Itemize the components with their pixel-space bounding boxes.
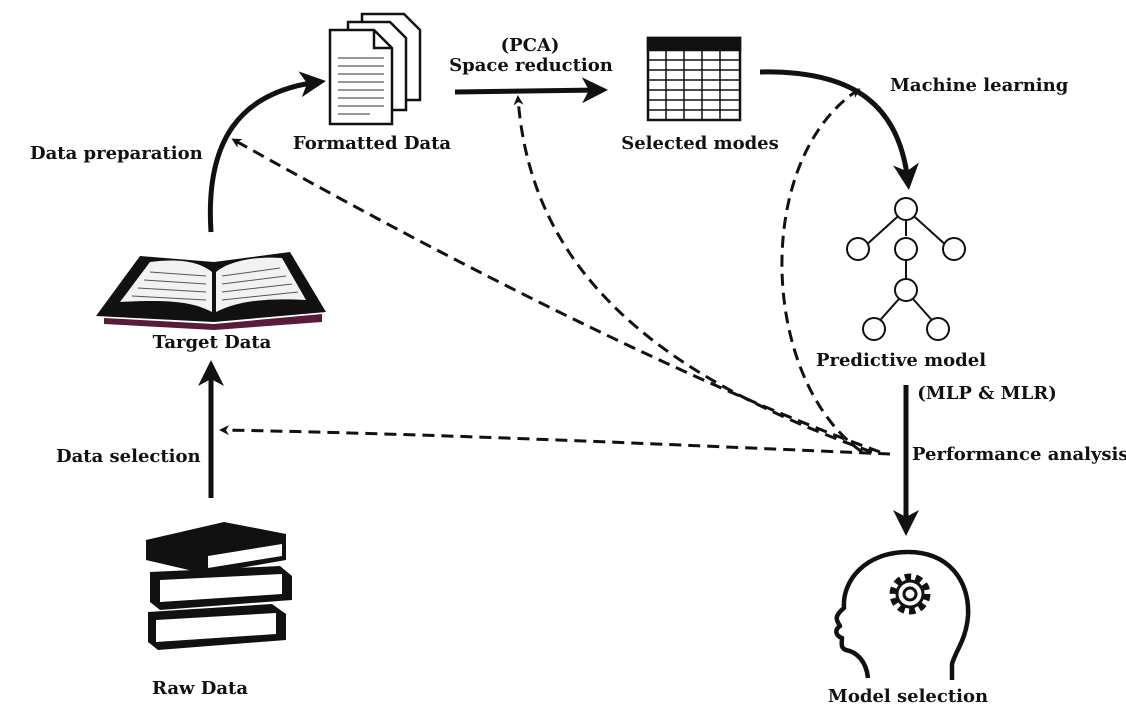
open-book-icon: [96, 252, 326, 330]
table-grid-icon: [646, 36, 742, 122]
mlp-mlr-label: (MLP & MLR): [917, 383, 1057, 404]
machine-learning-label: Machine learning: [890, 75, 1069, 96]
predictive-model-label: Predictive model: [815, 350, 987, 371]
feedback-to-data-preparation-arrow: [231, 138, 881, 454]
machine-learning-arrow: [759, 69, 919, 190]
model-selection-label: Model selection: [827, 686, 989, 707]
space-reduction-arrow: [454, 77, 608, 104]
raw-data-label: Raw Data: [151, 678, 249, 699]
selected-modes-label: Selected modes: [621, 133, 779, 154]
formatted-data-label: Formatted Data: [292, 133, 452, 154]
tree-network-icon: [846, 197, 966, 341]
performance-analysis-label: Performance analysis: [912, 444, 1126, 465]
space-reduction-label: Space reduction: [449, 55, 613, 76]
feedback-to-machine-learning-arrow: [780, 88, 863, 454]
documents-icon: [328, 12, 422, 126]
data-selection-label: Data selection: [56, 446, 201, 467]
feedback-to-space-reduction-arrow: [513, 95, 873, 454]
data-preparation-arrow: [207, 71, 326, 233]
feedback-to-data-selection-arrow: [219, 425, 891, 456]
books-stack-icon: [146, 522, 292, 650]
data-preparation-label: Data preparation: [30, 143, 203, 164]
pca-label: (PCA): [500, 35, 560, 56]
target-data-label: Target Data: [152, 332, 272, 353]
head-gear-icon: [834, 549, 971, 680]
